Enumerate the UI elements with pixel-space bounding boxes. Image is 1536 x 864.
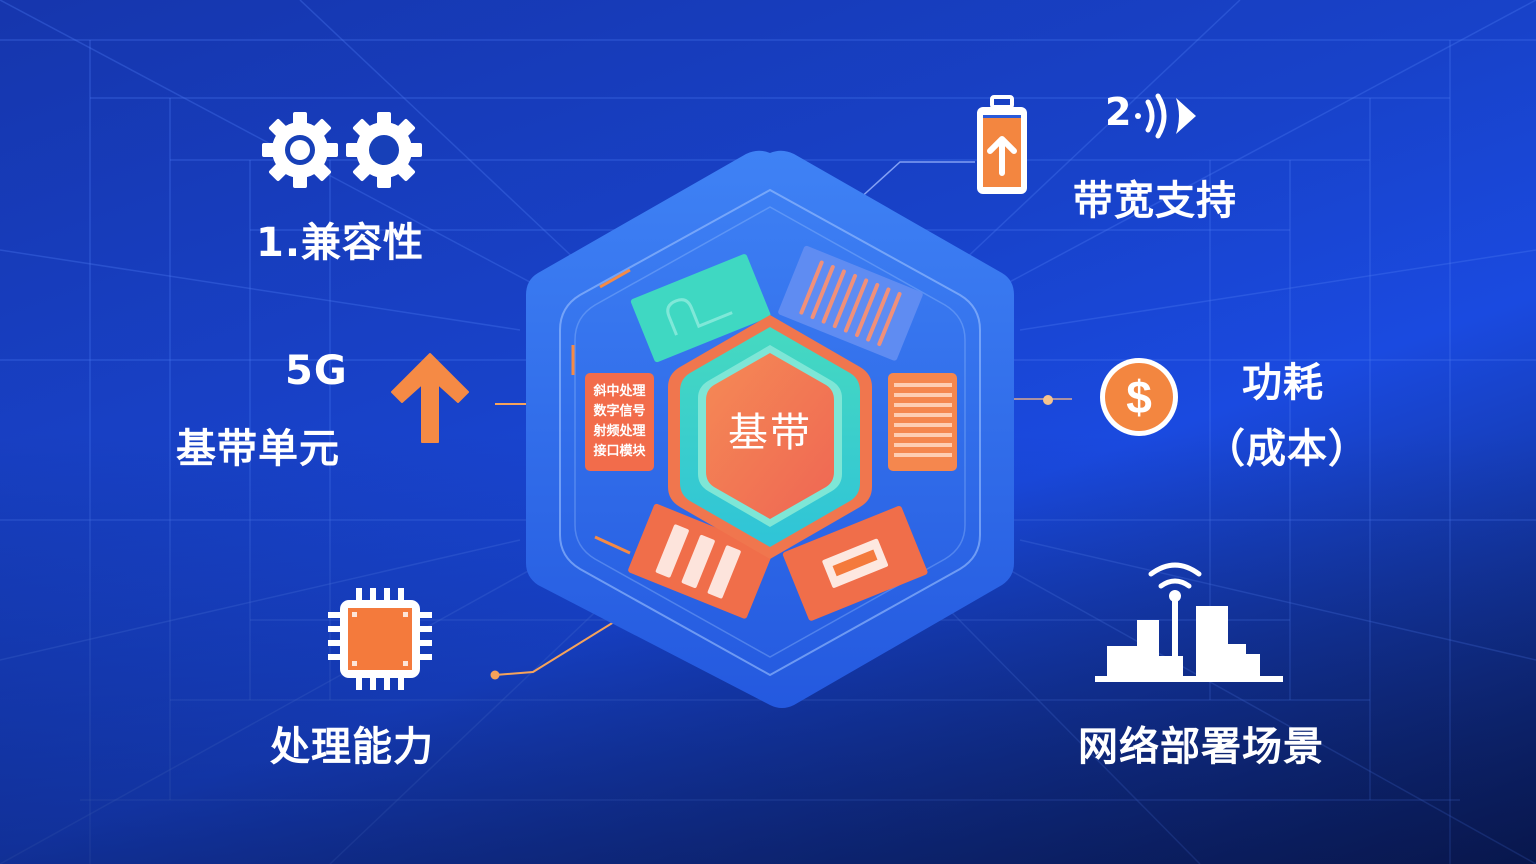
node-baseband-line1: 5G <box>285 348 348 394</box>
hub-text-line: 数字信号 <box>593 404 646 419</box>
node-power-line2: （成本） <box>1205 426 1369 472</box>
node-compatibility-label: 1.兼容性 <box>256 220 425 266</box>
battery-up-icon <box>977 95 1027 194</box>
city-antenna-icon <box>1095 562 1283 682</box>
node-processing-label: 处理能力 <box>270 724 434 770</box>
hub-text-line: 接口模块 <box>593 444 646 459</box>
svg-text:$: $ <box>1126 371 1152 423</box>
signal-waves-icon <box>1135 93 1196 139</box>
node-bandwidth-number: 2 <box>1105 90 1133 134</box>
stripes-card <box>778 245 923 361</box>
cpu-chip-icon <box>328 588 432 690</box>
teal-card <box>630 254 771 363</box>
baseband-hub-hexagon <box>526 150 1014 708</box>
list-card <box>888 373 957 471</box>
hub-text-line: 斜中处理 <box>593 384 646 399</box>
node-power-line1: 功耗 <box>1242 360 1324 406</box>
node-baseband-line2: 基带单元 <box>176 426 340 472</box>
gears-icon <box>262 112 422 188</box>
node-deployment-label: 网络部署场景 <box>1078 724 1324 770</box>
hub-text-card: 斜中处理 数字信号 射频处理 接口模块 <box>585 382 654 462</box>
hub-text-line: 射频处理 <box>593 424 646 439</box>
dollar-coin-icon: $ <box>1100 358 1178 436</box>
arrow-up-icon <box>391 353 469 443</box>
tag-card <box>782 505 928 621</box>
hub-center-label: 基带 <box>728 410 812 456</box>
node-bandwidth-label: 带宽支持 <box>1073 178 1237 224</box>
bars-card <box>628 503 773 619</box>
